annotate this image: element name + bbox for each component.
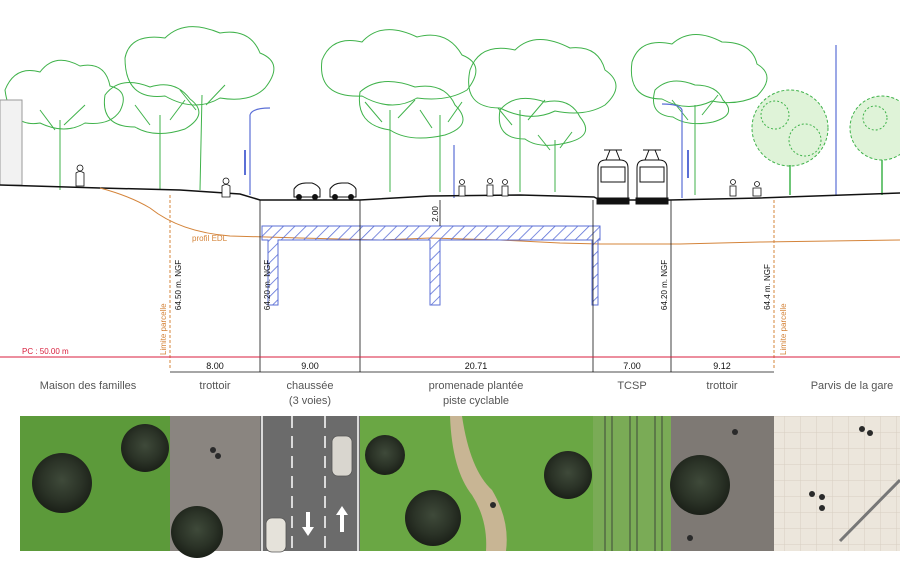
person-top-icon: [819, 505, 825, 511]
zone-labels: Maison des familles trottoir chaussée (3…: [40, 380, 894, 407]
person-icon: [221, 177, 231, 198]
tree-outline: [4, 59, 124, 190]
round-tree: [751, 89, 829, 195]
elevation-label: 64.50 m. NGF: [174, 260, 183, 310]
tree-canopy-icon: [32, 453, 92, 513]
tree-canopy-icon: [121, 424, 169, 472]
car-top-icon: [331, 435, 353, 477]
parcel-limit-label-left: Limite parcelle: [159, 303, 168, 355]
cars-section: [293, 182, 357, 200]
plaza-path: [838, 478, 900, 543]
zone-label-maison: Maison des familles: [40, 380, 137, 392]
person-top-icon: [867, 430, 873, 436]
person-top-icon: [687, 535, 693, 541]
elevation-label: 64.20 m. NGF: [660, 260, 669, 310]
plan-people: [210, 426, 873, 541]
plan-trees: [32, 424, 730, 558]
tree-outline: [630, 34, 768, 195]
zone-label-trottoir-right: trottoir: [706, 380, 738, 392]
person-icon: [486, 178, 494, 197]
zone-label-chaussee: chaussée: [286, 380, 333, 392]
ground-line: [0, 184, 900, 201]
tree-canopy-icon: [171, 506, 223, 558]
zone-label-trottoir-left: trottoir: [199, 380, 231, 392]
tree-canopy-icon: [670, 455, 730, 515]
arrow-icon: [302, 506, 348, 536]
tree-canopy-icon: [544, 451, 592, 499]
person-top-icon: [210, 447, 216, 453]
lane-markings: [261, 416, 359, 551]
tree-outline: [321, 29, 477, 192]
dimension-value: 9.12: [713, 361, 731, 371]
dimension-value: 9.00: [301, 361, 319, 371]
person-top-icon: [732, 429, 738, 435]
car-top-icon: [265, 517, 287, 553]
tram-icon: [596, 149, 630, 205]
round-tree-group: [751, 89, 900, 195]
plan-plaza: [774, 416, 900, 551]
lamp-icon: [661, 103, 683, 198]
plan-bike-path: [450, 416, 507, 551]
person-top-icon: [490, 502, 496, 508]
pc-reference-label: PC : 50.00 m: [22, 347, 69, 356]
dimension-value: 20.71: [465, 361, 488, 371]
zone-label-parvis: Parvis de la gare: [811, 380, 894, 392]
dimension-values: 8.00 9.00 20.71 7.00 9.12: [206, 361, 731, 371]
person-icon: [729, 179, 737, 197]
elevation-label: 64.20 m. NGF: [263, 260, 272, 310]
person-icon: [75, 164, 85, 187]
car-icon: [293, 182, 321, 200]
elevation-label: 64.4 m. NGF: [763, 264, 772, 310]
tram-rails: [604, 416, 663, 551]
zone-label-piste: piste cyclable: [443, 395, 509, 407]
person-icon: [458, 179, 466, 197]
tree-outline-group: [4, 26, 768, 195]
round-tree: [849, 95, 900, 195]
parcel-limit-label-right: Limite parcelle: [779, 303, 788, 355]
person-icon: [752, 181, 762, 197]
tram-group: [596, 149, 669, 205]
person-top-icon: [215, 453, 221, 459]
person-icon: [501, 179, 509, 197]
tree-canopy-icon: [365, 435, 405, 475]
zone-label-chaussee-sub: (3 voies): [289, 395, 331, 407]
profile-edl-label: profil EDL: [192, 234, 228, 243]
tree-outline: [103, 26, 275, 191]
car-icon: [329, 182, 357, 200]
plan-tram-track: [593, 416, 671, 551]
plan-view: [20, 416, 900, 558]
person-top-icon: [809, 491, 815, 497]
lamp-icon: [249, 107, 271, 195]
tree-outline: [468, 39, 617, 192]
pedestrians-section: [75, 164, 762, 198]
tram-icon: [635, 149, 669, 205]
person-top-icon: [859, 426, 865, 432]
zone-label-promenade: promenade plantée: [429, 380, 524, 392]
tree-canopy-icon: [405, 490, 461, 546]
building-outline: [0, 99, 23, 186]
zone-label-tcsp: TCSP: [617, 380, 646, 392]
dimension-value: 8.00: [206, 361, 224, 371]
person-top-icon: [819, 494, 825, 500]
depth-label: 2.00: [431, 206, 440, 222]
street-lamps: [244, 45, 837, 198]
underground-structure: [261, 225, 601, 306]
dimension-value: 7.00: [623, 361, 641, 371]
zone-boundaries: [259, 200, 672, 372]
